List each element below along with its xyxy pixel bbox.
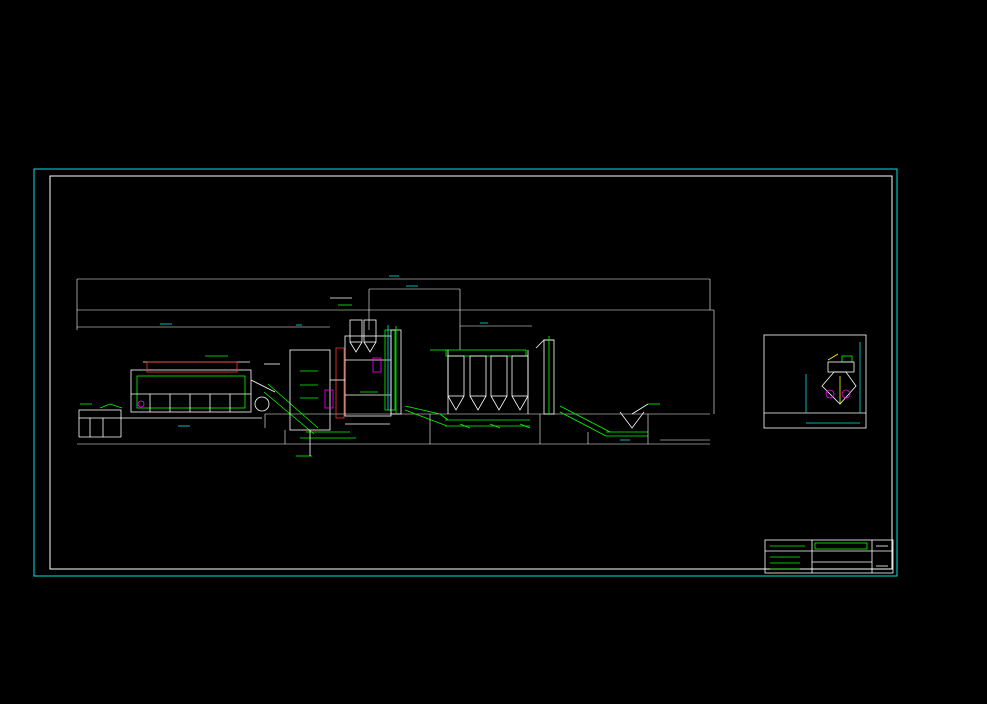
production-line-elevation: [76, 275, 715, 457]
feed-conveyor: [78, 403, 123, 438]
bucket-elevator-2: [535, 336, 555, 415]
title-block-heading: [814, 542, 868, 550]
title-block-frame: [764, 539, 894, 574]
inclined-conveyor-1: [263, 363, 319, 435]
bucket-elevator-1: [390, 326, 402, 415]
dimension-text-marks: [160, 275, 630, 441]
overall-dimensions: [76, 278, 715, 445]
processing-tower: [289, 297, 396, 457]
inclined-conveyor-3: [559, 403, 660, 437]
title-block: [764, 539, 894, 574]
ground-line: [264, 414, 710, 444]
side-view-frame: [763, 334, 867, 429]
storage-silos: [430, 349, 529, 414]
inner-border: [49, 175, 893, 570]
drum-washer: [120, 355, 276, 419]
side-view-detail: [763, 334, 867, 429]
inclined-conveyor-2: [404, 405, 531, 429]
outer-border: [33, 168, 898, 577]
sheet-frame: [33, 168, 898, 577]
